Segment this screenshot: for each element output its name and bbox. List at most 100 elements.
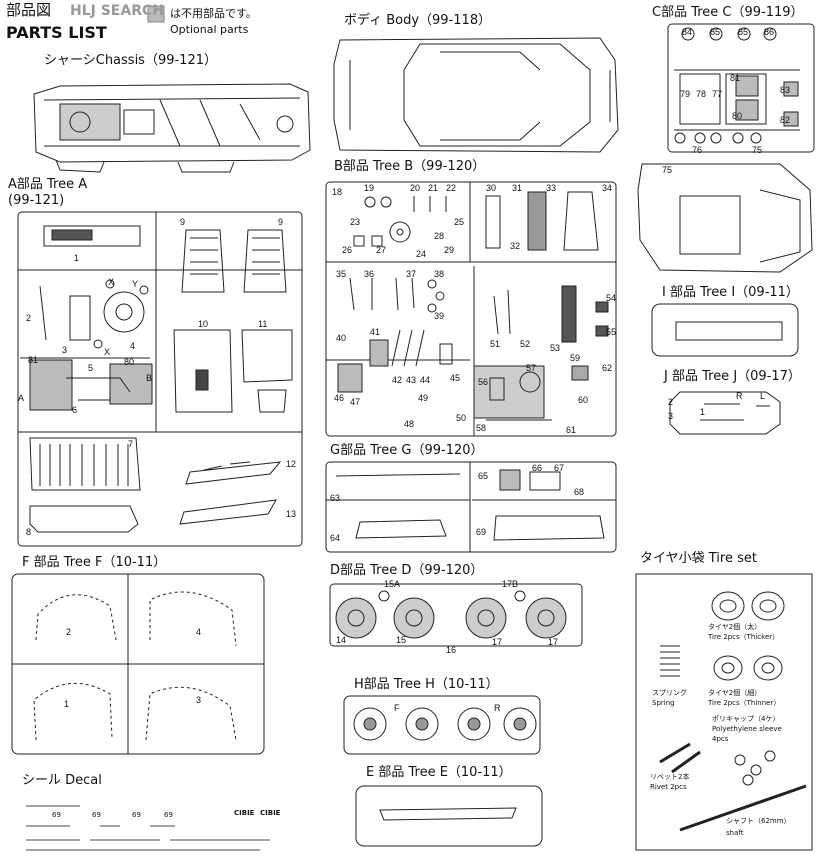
part-number: 8 xyxy=(26,527,32,537)
tree-e-part xyxy=(379,807,517,821)
part-number: 37 xyxy=(406,269,417,279)
part-number: 35 xyxy=(336,269,347,279)
part-number: X xyxy=(104,347,111,357)
part-number: 76 xyxy=(692,145,703,155)
legend-en: Optional parts xyxy=(170,23,249,36)
tree-a-frame xyxy=(17,211,303,547)
part-number: 2 xyxy=(26,313,32,323)
part-number: 4 xyxy=(196,627,202,637)
decal-text: CIBIE xyxy=(260,809,281,817)
part-number: 2 xyxy=(66,627,72,637)
part-number: 44 xyxy=(420,375,431,385)
part-number: 9 xyxy=(278,217,284,227)
rivet-jp: リベット2本 xyxy=(650,773,690,781)
tree-a-code: (99-121) xyxy=(8,193,65,208)
part-number: 69 xyxy=(476,527,487,537)
part-number: 75 xyxy=(752,145,763,155)
tire-set-label: タイヤ小袋 Tire set xyxy=(640,551,757,566)
part-number: 41 xyxy=(370,327,381,337)
part-number: 55 xyxy=(606,327,617,337)
tree-f-parts xyxy=(12,574,264,754)
part-number: 3 xyxy=(196,695,202,705)
part-number: R xyxy=(736,391,743,401)
part-number: 63 xyxy=(330,493,341,503)
tree-a-parts xyxy=(18,212,302,533)
tree-g-frame xyxy=(325,461,617,553)
part-number: X xyxy=(108,277,115,287)
body-label: ボディ Body（99-118） xyxy=(344,13,492,28)
part-number: 57 xyxy=(526,363,537,373)
tree-b-frame xyxy=(325,181,617,437)
tree-j-frame xyxy=(669,391,781,435)
tree-e-frame xyxy=(355,785,543,847)
part-number: 16 xyxy=(446,645,457,655)
part-number: 20 xyxy=(410,183,421,193)
shaft-en: shaft xyxy=(726,829,744,837)
part-number: 1 xyxy=(64,699,70,709)
part-number: 29 xyxy=(444,245,455,255)
spring-jp: スプリング xyxy=(652,689,687,697)
part-number: F xyxy=(394,703,400,713)
part-number: 30 xyxy=(486,183,497,193)
part-number: B xyxy=(146,373,153,383)
part-number: 18 xyxy=(332,187,343,197)
part-number: 81 xyxy=(730,73,741,83)
part-number: 62 xyxy=(602,363,613,373)
tree-g-label: G部品 Tree G（99-120） xyxy=(330,443,484,458)
part-number: 26 xyxy=(342,245,353,255)
part-number: 19 xyxy=(364,183,375,193)
part-number: 2 xyxy=(668,397,674,407)
part-number: 49 xyxy=(418,393,429,403)
part-number: 17 xyxy=(492,637,503,647)
tire-thick-jp: タイヤ2個（太） xyxy=(708,623,762,631)
part-number: 28 xyxy=(434,231,445,241)
part-number: 38 xyxy=(434,269,445,279)
part-number: 51 xyxy=(490,339,501,349)
part-number: 13 xyxy=(286,509,297,519)
part-number: 1 xyxy=(74,253,80,263)
decal-text: 69 xyxy=(164,811,173,819)
tree-i-label: I 部品 Tree I（09-11） xyxy=(662,285,799,300)
tire-set-frame xyxy=(635,573,813,851)
part-number: 60 xyxy=(578,395,589,405)
part-number: 25 xyxy=(454,217,465,227)
part-number: 31 xyxy=(512,183,523,193)
part-number: 36 xyxy=(364,269,375,279)
part-number: 59 xyxy=(570,353,581,363)
part-number: 66 xyxy=(532,463,543,473)
part-number: 17 xyxy=(548,637,559,647)
tire-set-parts xyxy=(659,591,807,832)
decal-text: 69 xyxy=(132,811,141,819)
spring-en: Spring xyxy=(652,699,675,707)
body-drawing xyxy=(333,37,619,153)
part-number: 61 xyxy=(566,425,577,435)
legend-jp: は不用部品です。 xyxy=(170,7,257,20)
chassis-label: シャーシChassis（99-121） xyxy=(44,53,217,68)
part-number: 24 xyxy=(416,249,427,259)
tree-h-label: H部品 Tree H（10-11） xyxy=(354,677,499,692)
part-number: 4 xyxy=(130,341,136,351)
part-number: 46 xyxy=(334,393,345,403)
part-number: 32 xyxy=(510,241,521,251)
tree-i-part xyxy=(675,321,783,341)
tree-d-label: D部品 Tree D（99-120） xyxy=(330,563,484,578)
part-number: 53 xyxy=(550,343,561,353)
part-number: A xyxy=(18,393,25,403)
tree-c-frame xyxy=(667,23,815,153)
part-number: 56 xyxy=(478,377,489,387)
tire-thick-en: Tire 2pcs（Thicker） xyxy=(708,633,780,641)
part-number: 15 xyxy=(396,635,407,645)
tire-thin-jp: タイヤ2個（細） xyxy=(708,689,762,697)
part-number: 22 xyxy=(446,183,457,193)
part-number: 77 xyxy=(712,89,723,99)
part-number: 81 xyxy=(28,355,39,365)
part-number: 68 xyxy=(574,487,585,497)
part-number: 75 xyxy=(662,165,673,175)
tree-j-label: J 部品 Tree J（09-17） xyxy=(664,369,801,384)
part-number: 54 xyxy=(606,293,617,303)
tree-a-label: A部品 Tree A xyxy=(8,177,88,192)
part-number: 79 xyxy=(680,89,691,99)
part-number: 34 xyxy=(602,183,613,193)
decal-text: CIBIE xyxy=(234,809,255,817)
